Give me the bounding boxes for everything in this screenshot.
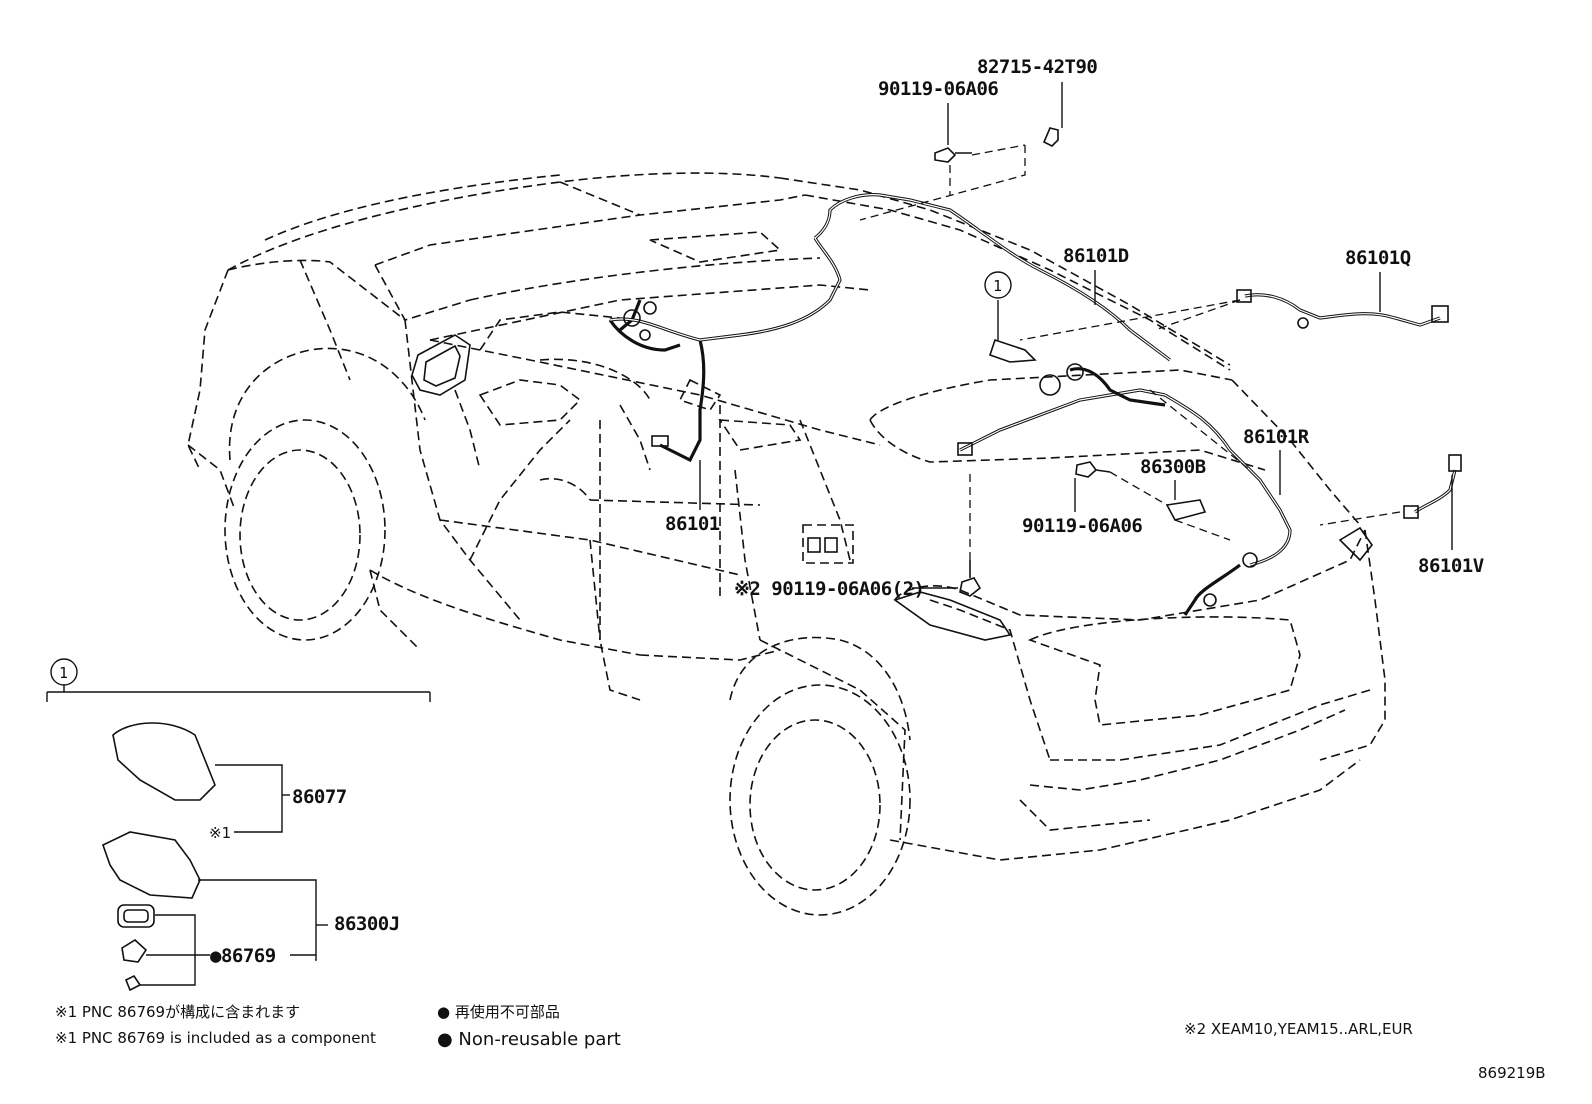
detail-group: 1 ※1 86077 86300J ●86769 bbox=[46, 658, 431, 992]
antenna-cover-icon bbox=[112, 722, 216, 801]
rear-amp-86300B bbox=[1075, 461, 1231, 541]
clamp-icon bbox=[1042, 127, 1059, 147]
gasket-icon bbox=[117, 904, 155, 928]
label-86101D: 86101D bbox=[1063, 245, 1129, 267]
bolt-icon bbox=[934, 147, 957, 163]
clip-icon bbox=[121, 939, 148, 963]
note-en-component: ※1 PNC 86769 is included as a component bbox=[55, 1029, 376, 1047]
note1-marker: ※1 bbox=[209, 824, 231, 842]
vehicle-outline bbox=[187, 172, 1386, 916]
label-bolt-mid: 90119-06A06 bbox=[1022, 515, 1142, 537]
antenna-amp-icon bbox=[102, 831, 201, 899]
wire-harness-86101R bbox=[1164, 393, 1292, 616]
note-en-nonreusable: ● Non-reusable part bbox=[437, 1029, 621, 1050]
roof-callout-number: 1 bbox=[993, 277, 1002, 295]
note-variant: ※2 XEAM10,YEAM15..ARL,EUR bbox=[1184, 1020, 1413, 1038]
label-86101Q: 86101Q bbox=[1345, 247, 1411, 269]
label-86101: 86101 bbox=[665, 513, 720, 535]
top-bolt-and-clamp bbox=[859, 127, 1059, 221]
label-bolt-top: 90119-06A06 bbox=[878, 78, 998, 100]
label-86077: 86077 bbox=[292, 786, 347, 808]
wire-harness-86101Q bbox=[1236, 289, 1449, 329]
side-mirror bbox=[411, 334, 471, 396]
screw-icon bbox=[124, 974, 142, 992]
wire-harness-86101 bbox=[608, 193, 1171, 463]
wire-harness-86101V bbox=[1403, 454, 1462, 519]
label-bolt-note: ※2 90119-06A06(2) bbox=[734, 578, 924, 600]
label-86101R: 86101R bbox=[1243, 426, 1310, 448]
note-jp-nonreusable: ● 再使用不可部品 bbox=[437, 1003, 560, 1021]
label-86300J: 86300J bbox=[334, 913, 400, 935]
label-clamp-top: 82715-42T90 bbox=[977, 56, 1097, 78]
label-86769: ●86769 bbox=[210, 945, 276, 967]
roof-callout-circle bbox=[984, 271, 1012, 299]
label-86300B: 86300B bbox=[1140, 456, 1206, 478]
wire-harness-86101D bbox=[957, 363, 1166, 456]
diagram-id: 869219B bbox=[1478, 1064, 1546, 1082]
footnotes: ※1 PNC 86769が構成に含まれます ※1 PNC 86769 is in… bbox=[55, 1003, 1546, 1082]
leader-lines bbox=[1019, 299, 1401, 526]
part-labels: 90119-06A06 82715-42T90 86101D 86101Q 86… bbox=[665, 56, 1484, 600]
roof-antenna: 1 bbox=[984, 271, 1037, 363]
label-86101V: 86101V bbox=[1418, 555, 1484, 577]
note-jp-component: ※1 PNC 86769が構成に含まれます bbox=[55, 1003, 300, 1021]
bolt-icon-mid bbox=[1075, 461, 1098, 478]
floor-bolt bbox=[959, 470, 982, 597]
detail-callout-number: 1 bbox=[59, 664, 68, 682]
